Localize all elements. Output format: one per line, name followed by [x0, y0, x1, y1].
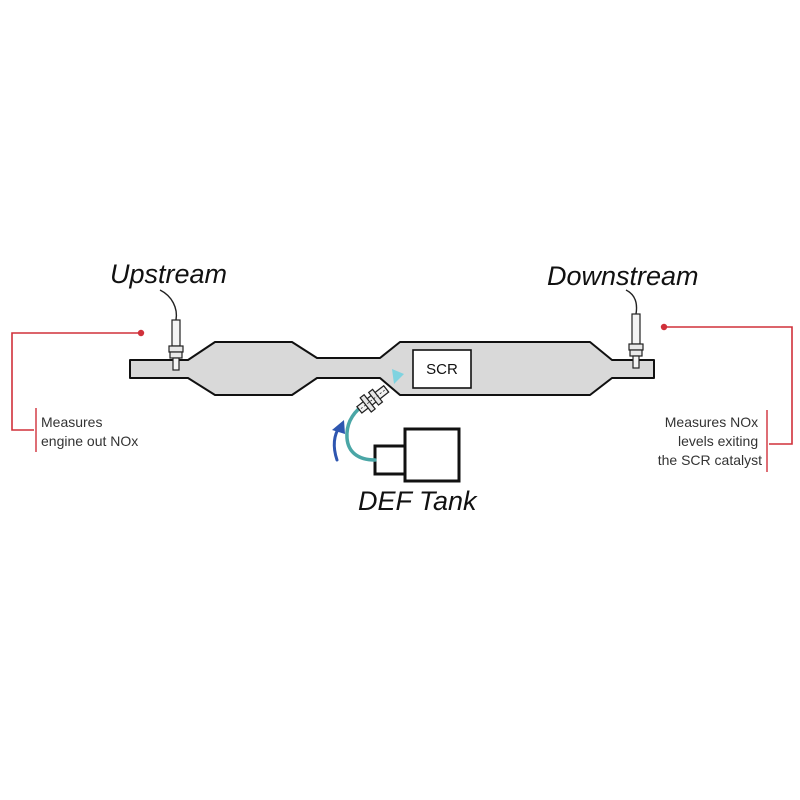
downstream-label: Downstream [547, 261, 699, 291]
upstream-nox-sensor [159, 289, 184, 371]
downstream-note: Measures NOx levels exiting the SCR cata… [658, 414, 762, 468]
scr-label: SCR [426, 361, 458, 378]
downstream-nox-sensor [625, 289, 644, 369]
downstream-callout: Measures NOx levels exiting the SCR cata… [658, 323, 793, 472]
def-spray-icon [392, 369, 404, 384]
upstream-note: Measures engine out NOx [41, 414, 138, 449]
exhaust-pipe [129, 341, 655, 396]
def-hose [345, 404, 377, 462]
scr-box: SCR [412, 349, 472, 389]
def-injector [356, 384, 390, 414]
upstream-label: Upstream [110, 259, 227, 289]
def-flow-arrow-icon [332, 420, 345, 462]
upstream-callout: Measures engine out NOx [11, 329, 145, 452]
def-tank [373, 427, 461, 483]
def-tank-label: DEF Tank [358, 486, 478, 516]
